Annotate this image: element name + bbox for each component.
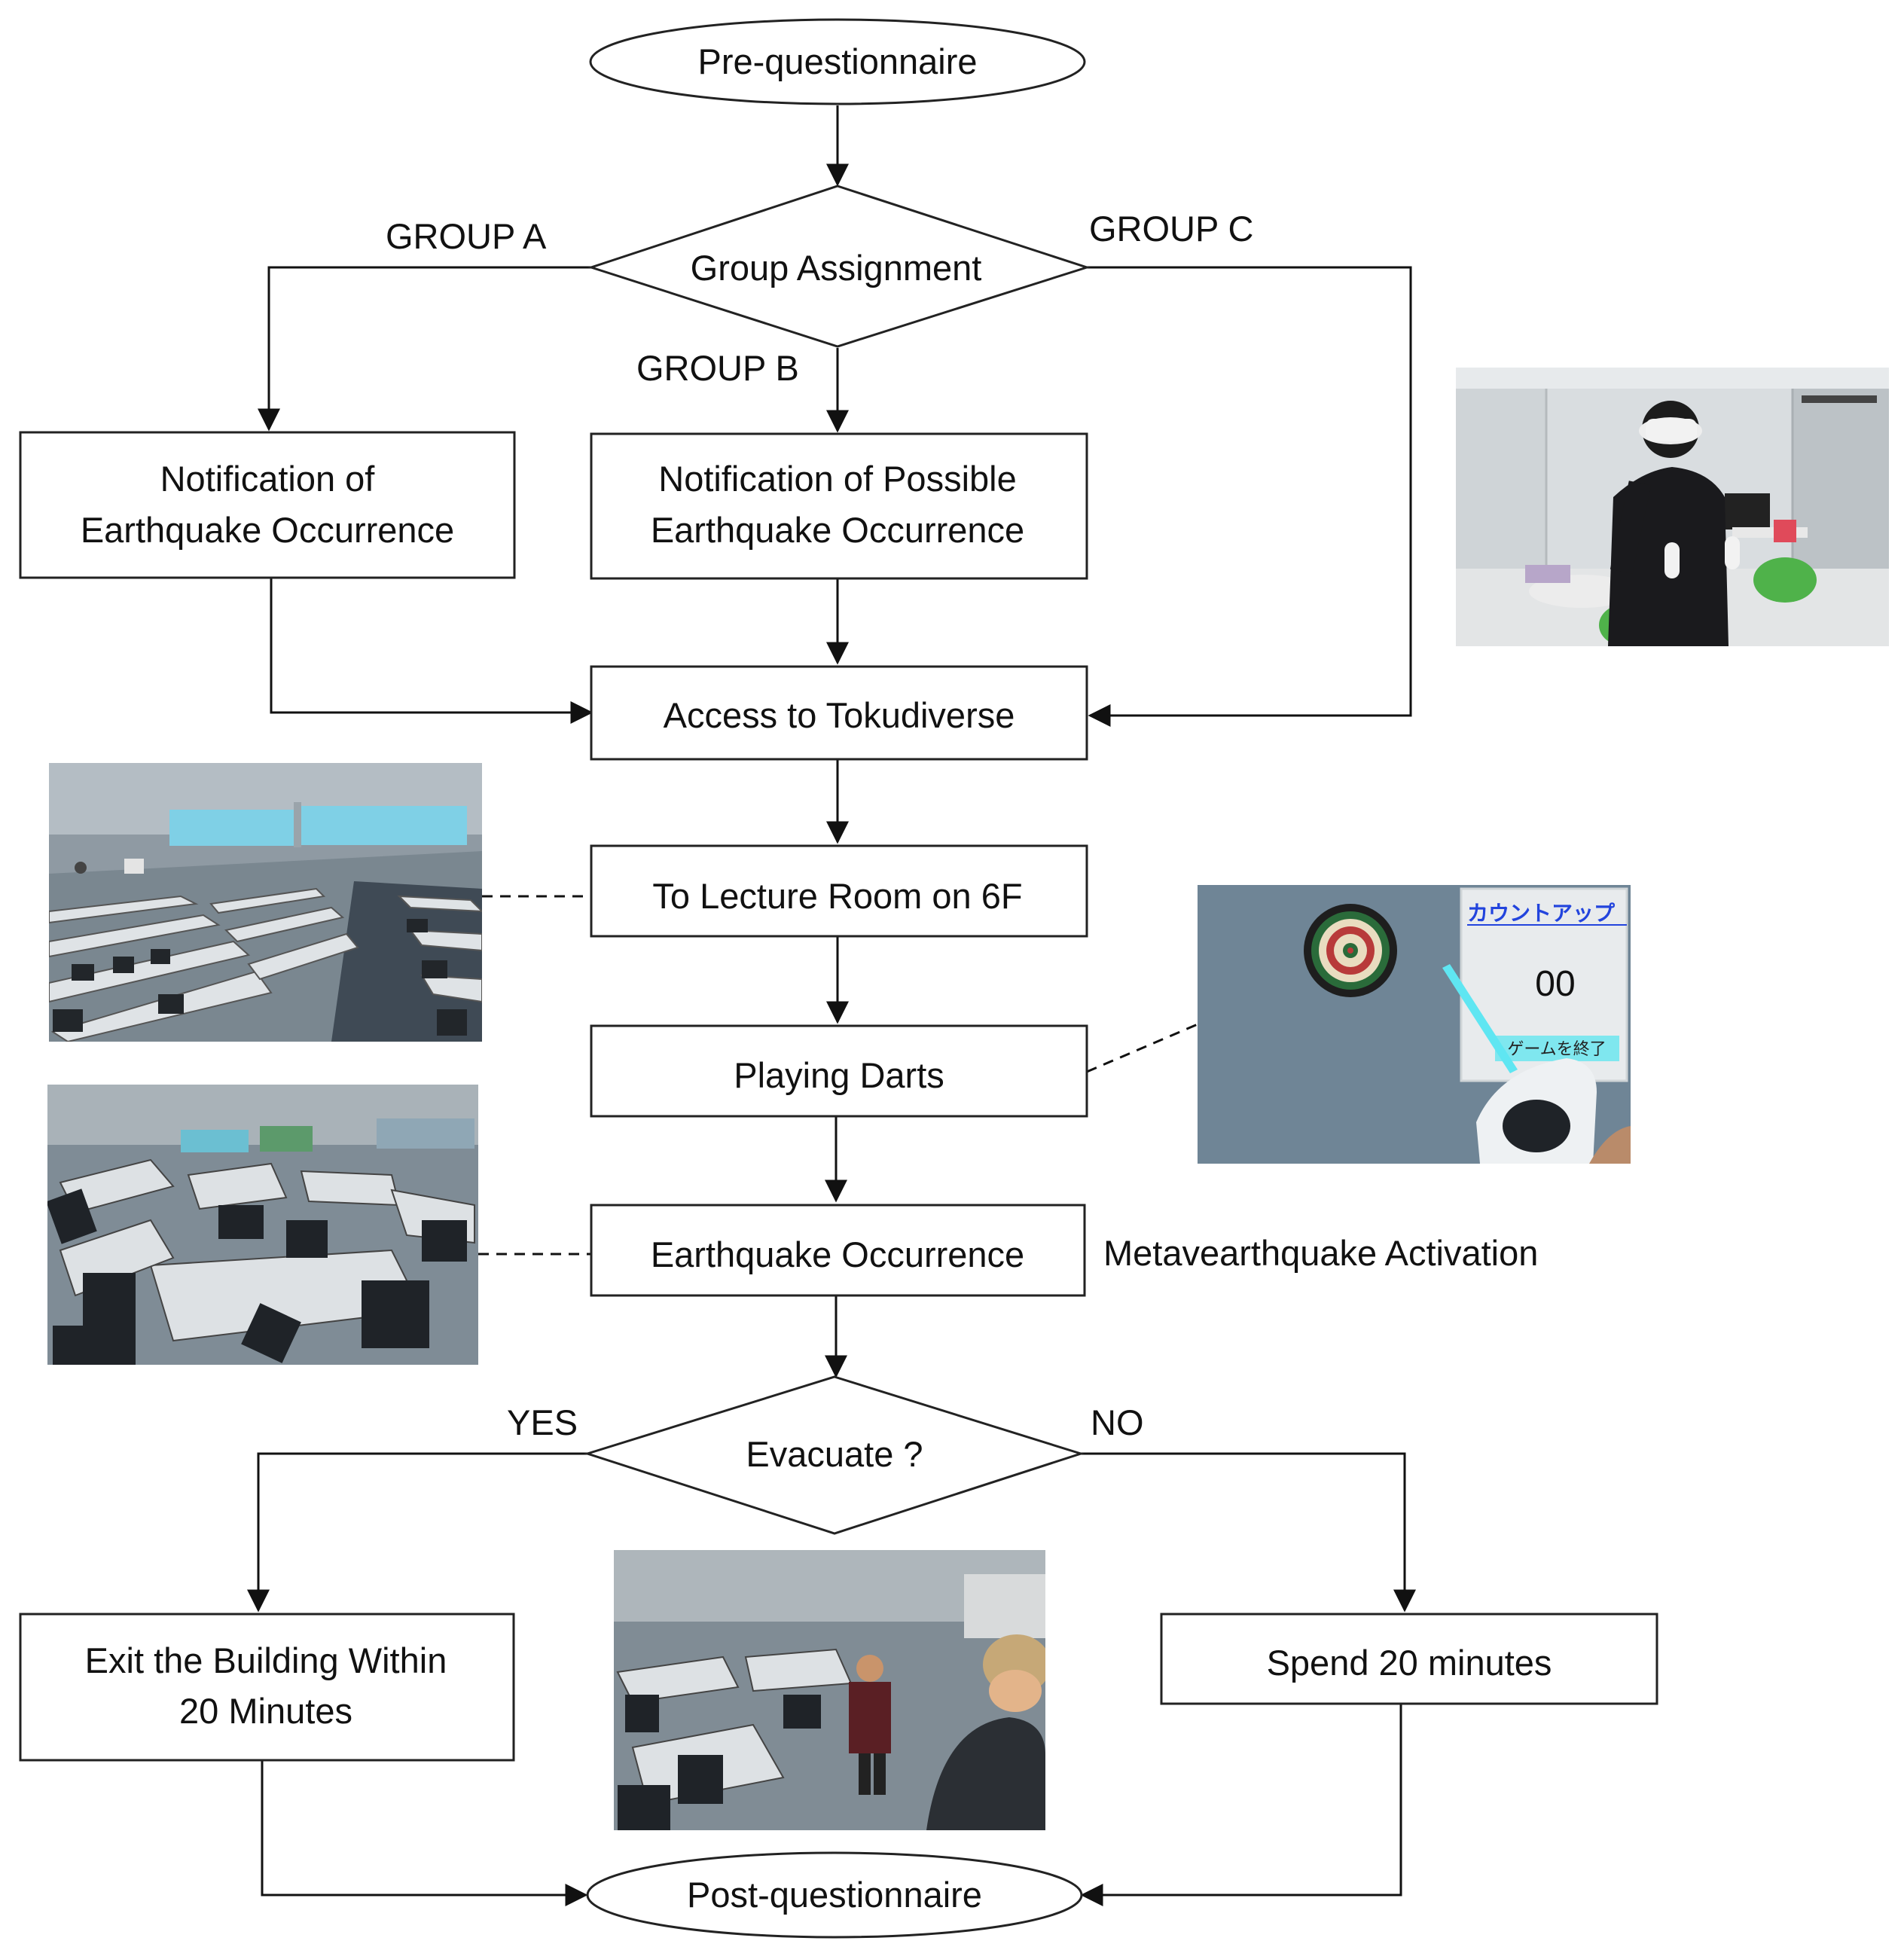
group-b-label: GROUP B [636,348,799,388]
node-exit-building: Exit the Building Within 20 Minutes [19,1613,515,1762]
notify-occurrence-line-2: Earthquake Occurrence [81,510,454,550]
playing-darts-label: Playing Darts [734,1055,944,1095]
end-game-label: ゲームを終了 [1507,1040,1606,1059]
end-game-button [1495,1036,1619,1061]
earthquake-label: Earthquake Occurrence [651,1234,1024,1274]
node-spend: Spend 20 minutes [1160,1613,1658,1705]
vr-user-photo [1456,368,1889,646]
dashed-link-darts-photo [1086,1023,1198,1073]
post-questionnaire-label: Post-questionnaire [687,1875,982,1915]
yes-label: YES [507,1402,578,1442]
node-lecture-room: To Lecture Room on 6F [590,844,1088,938]
arrow-exit-to-post [261,1760,588,1906]
notify-possible-line-1: Notification of Possible [658,459,1016,499]
arrow-group-c [1087,266,1412,727]
node-notify-possible: Notification of Possible Earthquake Occu… [590,432,1088,580]
node-post-questionnaire: Post-questionnaire [586,1851,1083,1939]
node-earthquake: Earthquake Occurrence [590,1204,1086,1297]
no-label: NO [1091,1402,1144,1442]
node-access: Access to Tokudiverse [590,665,1088,761]
spend-label: Spend 20 minutes [1267,1643,1552,1683]
arrow-no [1081,1452,1416,1613]
node-evacuate: Evacuate ? [584,1375,1085,1535]
node-notify-occurrence: Notification of Earthquake Occurrence [19,431,516,579]
darts-screenshot: カウントアップ 00 ゲームを終了 [1198,885,1631,1164]
arrow-yes [247,1452,587,1613]
access-label: Access to Tokudiverse [664,695,1015,735]
node-pre-questionnaire: Pre-questionnaire [589,18,1086,105]
lecture-room-label: To Lecture Room on 6F [652,876,1022,916]
node-playing-darts: Playing Darts [590,1024,1088,1118]
activation-label: Metavearthquake Activation [1103,1233,1538,1273]
exit-building-line-1: Exit the Building Within [85,1640,447,1680]
darts-panel-title: カウントアップ [1467,901,1616,926]
arrow-a-to-access [270,578,593,724]
notify-possible-line-2: Earthquake Occurrence [651,510,1024,550]
group-c-label: GROUP C [1089,209,1254,249]
node-group-assignment: Group Assignment [587,185,1091,348]
darts-score: 00 [1535,964,1575,1004]
group-assignment-label: Group Assignment [691,248,982,288]
connectors [247,105,1416,1906]
lecture-room-screenshot [49,763,482,1042]
arrow-group-a [258,266,591,432]
exit-building-line-2: 20 Minutes [179,1691,352,1731]
notify-occurrence-line-1: Notification of [160,459,376,499]
arrow-spend-to-post [1080,1704,1402,1906]
evacuate-label: Evacuate ? [746,1434,923,1474]
group-a-label: GROUP A [386,216,547,256]
evacuation-screenshot [614,1550,1045,1830]
pre-questionnaire-label: Pre-questionnaire [698,41,978,81]
collapsed-room-screenshot [47,1085,478,1365]
